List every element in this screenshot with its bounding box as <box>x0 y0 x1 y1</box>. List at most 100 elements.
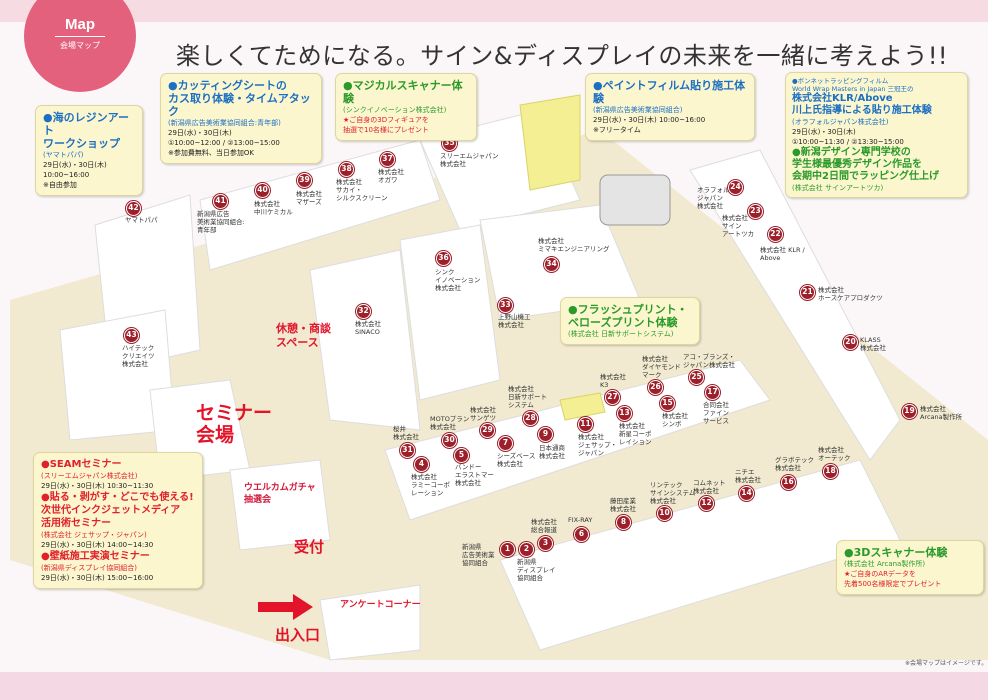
booth-name: 株式会社 KLR / Above <box>760 246 805 262</box>
booth-number-badge: 40 <box>255 183 270 198</box>
booth-number-badge: 39 <box>297 173 312 188</box>
booth-name: グラボテック 株式会社 <box>775 456 814 472</box>
survey-corner-label: アンケートコーナー <box>340 600 421 610</box>
callout-seminars: ●SEAMセミナー (スリーエムジャパン株式会社) 29日(水)・30日(木) … <box>33 452 203 589</box>
booth-number-badge: 32 <box>356 304 371 319</box>
callout-info: 29日(水)・30日(木) 10:00~16:00 ※フリータイム <box>593 116 706 134</box>
callout-title: ●3Dスキャナー体験 <box>844 546 948 559</box>
booth-name: 藤田産業 株式会社 <box>610 497 636 513</box>
booth-name: 新潟県 広告美術業 協同組合 <box>462 543 495 567</box>
booth-number-badge: 1 <box>500 542 515 557</box>
callout-bonnet-wrapping: ●ボンネットラッピングフィルム World Wrap Masters in Ja… <box>785 72 968 198</box>
booth-name: 株式会社 サカイ・ シルクスクリーン <box>336 178 388 202</box>
seminar-time: 29日(水)・30日(木) 10:30~11:30 <box>41 482 154 490</box>
rest-space-label: 休憩・商談 スペース <box>276 322 331 349</box>
booth-name: 株式会社 サンゲツ <box>470 406 496 422</box>
booth-name: オラフォル ジャパン 株式会社 <box>697 186 730 210</box>
seminar-title: ●SEAMセミナー <box>41 459 122 470</box>
map-note: ※会場マップはイメージです。 <box>905 660 988 667</box>
booth-number-badge: 25 <box>689 370 704 385</box>
seminar-title: ●壁紙施工実演セミナー <box>41 551 150 562</box>
badge-title: Map <box>65 16 95 33</box>
seminar-title: ●貼る・剥がす・どこでも使える! 次世代インクジェットメディア 活用術セミナー <box>41 492 194 529</box>
booth-name: 株式会社 ホースケアプロダクツ <box>818 286 883 302</box>
top-band <box>0 0 988 22</box>
booth-number-badge: 43 <box>124 328 139 343</box>
booth-number-badge: 26 <box>648 380 663 395</box>
callout-gift: ★ご自身のARデータを 先着500名様限定でプレゼント <box>844 570 942 588</box>
booth-number-badge: 18 <box>823 464 838 479</box>
callout-paint-film: ●ペイントフィルム貼り施工体験 (新潟県広告美術業協同組合) 29日(水)・30… <box>585 73 755 141</box>
booth-number-badge: 37 <box>380 152 395 167</box>
entrance-arrow-icon <box>258 594 313 620</box>
booth-name: 株式会社 マザーズ <box>296 190 322 206</box>
booth-number-badge: 29 <box>480 423 495 438</box>
callout-flash-print: ●フラッシュプリント・ ベローズプリント体験 (株式会社 日新サポートシステム) <box>560 297 700 345</box>
callout-title: ●海のレジンアート ワークショップ <box>43 111 129 150</box>
booth-number-badge: 42 <box>126 201 141 216</box>
booth-name: リンテック サインシステム 株式会社 <box>650 481 696 505</box>
seminar-item: ●壁紙施工実演セミナー (新潟県ディスプレイ協同組合) 29日(水)・30日(木… <box>41 550 195 583</box>
callout-title: ●マジカルスキャナー体験 <box>343 79 463 105</box>
booth-name: 新潟県 ディスプレイ 協同組合 <box>517 558 556 582</box>
booth-number-badge: 14 <box>739 486 754 501</box>
booth-name: ハイテック クリエイツ 株式会社 <box>122 344 155 368</box>
booth-name: 株式会社 シンボ <box>662 412 688 428</box>
callout-info: 29日(水)・30日(木) 10:00~16:00 ※自由参加 <box>43 161 107 189</box>
seminar-time: 29日(水)・30日(木) 15:00~16:00 <box>41 574 154 582</box>
callout-org: (ヤマトパパ) <box>43 151 84 159</box>
booth-name: 日本通商 株式会社 <box>539 444 565 460</box>
entrance-label: 出入口 <box>275 626 321 644</box>
booth-number-badge: 30 <box>442 433 457 448</box>
page-headline: 楽しくてためになる。サイン&ディスプレイの未来を一緒に考えよう!! <box>176 42 949 70</box>
booth-name: MOTOプラン 株式会社 <box>430 415 470 431</box>
booth-name: 新潟県広告 美術業協同組合: 青年部 <box>197 210 245 234</box>
gacha-label: ウエルカムガチャ 抽選会 <box>244 483 316 505</box>
booth-number-badge: 20 <box>843 335 858 350</box>
booth-name: シンク イノベーション 株式会社 <box>435 268 481 292</box>
booth-name: 株式会社 サイン アートツカ <box>722 214 755 238</box>
booth-name: 株式会社 オガワ <box>378 168 404 184</box>
callout-pre: ●ボンネットラッピングフィルム World Wrap Masters in Ja… <box>792 77 914 93</box>
booth-number-badge: 12 <box>699 496 714 511</box>
booth-name: 株式会社 中川ケミカル <box>254 200 293 216</box>
booth-number-badge: 31 <box>400 443 415 458</box>
booth-number-badge: 16 <box>781 475 796 490</box>
booth-number-badge: 9 <box>538 427 553 442</box>
booth-name: アコ・ブランズ・ ジャパン株式会社 <box>683 353 735 369</box>
callout-title: ●ペイントフィルム貼り施工体験 <box>593 79 746 105</box>
callout-info: 29日(水)・30日(木) ①10:00~12:00 / ②13:00~15:0… <box>168 129 280 157</box>
booth-name: ヤマトパパ <box>125 216 158 224</box>
booth-number-badge: 27 <box>605 390 620 405</box>
seminar-item: ●SEAMセミナー (スリーエムジャパン株式会社) 29日(水)・30日(木) … <box>41 458 195 491</box>
booth-number-badge: 13 <box>617 406 632 421</box>
booth-number-badge: 41 <box>213 194 228 209</box>
booth-number-badge: 17 <box>705 385 720 400</box>
booth-name: 桜井 株式会社 <box>393 425 419 441</box>
booth-number-badge: 19 <box>902 404 917 419</box>
callout-org: (シンクイノベーション株式会社) <box>343 106 447 114</box>
booth-name: バンドー エラストマー 株式会社 <box>455 463 494 487</box>
booth-number-badge: 36 <box>436 251 451 266</box>
callout-cutting-sheet: ●カッティングシートの カス取り体験・タイムアタック (新潟県広告美術業協同組合… <box>160 73 322 164</box>
booth-number-badge: 33 <box>498 298 513 313</box>
booth-name: 株式会社 日新サポート システム <box>508 385 547 409</box>
callout-info: 29日(水)・30日(木) ①10:00~11:30 / ②13:30~15:0… <box>792 128 904 146</box>
booth-number-badge: 11 <box>578 417 593 432</box>
callout-3d-scanner: ●3Dスキャナー体験 (株式会社 Arcana製作所) ★ご自身のARデータを … <box>836 540 984 595</box>
map-badge: Map 会場マップ <box>24 0 136 92</box>
callout-magical-scanner: ●マジカルスキャナー体験 (シンクイノベーション株式会社) ★ご自身の3Dフィギ… <box>335 73 477 141</box>
booth-name: 上野山機工 株式会社 <box>498 313 531 329</box>
booth-name: シーズベース 株式会社 <box>497 452 536 468</box>
booth-name: スリーエムジャパン 株式会社 <box>440 152 499 168</box>
booth-name: 株式会社 Arcana製作所 <box>920 405 963 421</box>
booth-name: FIX-RAY <box>568 516 593 524</box>
booth-name: 株式会社 ダイヤモンド マーク <box>642 355 681 379</box>
callout-title: ●カッティングシートの カス取り体験・タイムアタック <box>168 79 311 118</box>
booth-number-badge: 8 <box>616 515 631 530</box>
booth-number-badge: 10 <box>657 506 672 521</box>
callout-org-2: (株式会社 サインアートツカ) <box>792 184 884 192</box>
booth-name: ニチエ 株式会社 <box>735 468 761 484</box>
callout-gift: ★ご自身の3Dフィギュアを 抽選で10名様にプレゼント <box>343 116 429 134</box>
